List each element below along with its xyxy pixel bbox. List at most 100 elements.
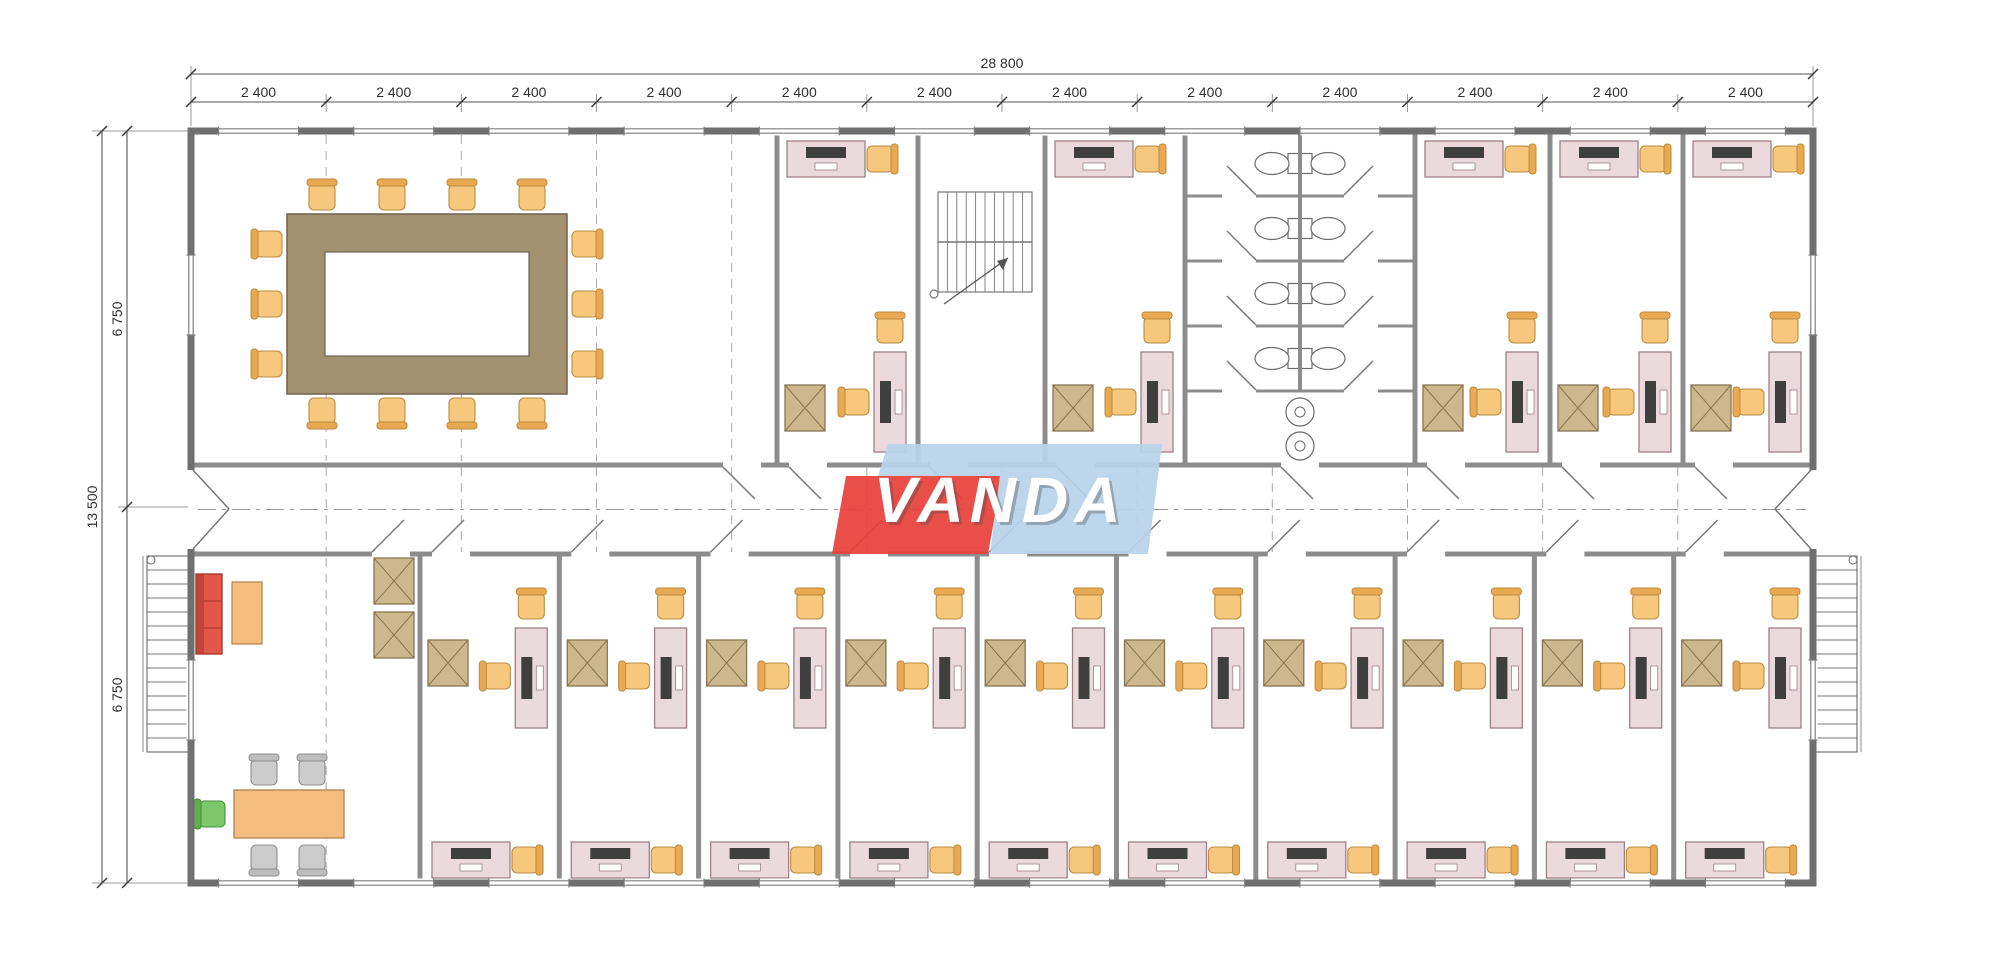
cabinet [1681,639,1723,687]
cabinet-x [1263,639,1305,687]
door-leaf [192,508,230,550]
dimension-tick [1401,96,1414,108]
monitor [660,657,672,699]
office-desk [1424,140,1504,178]
desk-chair [296,753,328,786]
office-desk [1768,627,1802,729]
basin-rim [1285,397,1315,427]
chair-seat [250,844,278,872]
office-desk [1768,351,1802,453]
office-chair [1207,844,1240,876]
office-desk [988,841,1068,879]
corridor-opening [186,470,196,549]
window-opening [218,126,299,136]
dimension-label: 2 400 [1052,84,1087,100]
chair-back [655,587,687,596]
chair-seat [255,290,283,318]
chair-back [1141,311,1173,320]
dimension-label: 2 400 [1728,84,1763,100]
door-leaf [1280,466,1314,500]
monitor [806,147,846,158]
dimension-tick [1266,96,1278,108]
conference-chair [306,178,338,211]
office-chair [790,844,823,876]
toilet [1254,216,1301,241]
chair-back [296,753,328,762]
office-chair [1486,844,1519,876]
cabinet-x [984,639,1026,687]
monitor [1147,848,1188,859]
chair-seat [1772,145,1800,173]
toilet [1254,151,1301,176]
office-chair [1625,844,1658,876]
chair-back [1314,660,1323,692]
window-opening [1435,126,1516,136]
chair-back [306,178,338,187]
chair-back [757,660,766,692]
chair-back [296,868,328,877]
window-opening [488,878,569,888]
door-leaf [1267,519,1301,553]
office-chair [1593,660,1626,692]
monitor [1645,381,1656,423]
office-desk [786,140,866,178]
chair-back [376,178,408,187]
chair-back [478,660,487,692]
keyboard [1511,665,1519,691]
office-desk [431,841,511,879]
dimension-label: 2 400 [1322,84,1357,100]
office-desk [1638,351,1672,453]
chair-back [674,844,683,876]
conference-chair [571,228,604,260]
dimension-tick [96,125,108,137]
office-room [1681,587,1802,879]
dimension-tick [726,96,738,108]
office-desk [932,627,966,729]
toilet-bowl [1254,281,1290,306]
monitor [1078,657,1090,699]
chair-back [515,587,547,596]
dimension-label: 2 400 [1458,84,1493,100]
dimension-tick [1672,96,1684,108]
toilets-room [1254,151,1346,461]
chair-seat [1639,145,1667,173]
toilet-bowl [1254,151,1290,176]
conference-chair [306,397,338,430]
stair-arrow [943,257,1009,305]
cabinet-x [427,639,469,687]
chair-seat [250,758,278,786]
chair-seat [518,397,546,425]
window-opening [1299,126,1380,136]
armchair [193,798,226,830]
executive-desk [233,789,345,839]
dimension-label: 13 500 [84,485,100,528]
office-chair [1134,143,1167,175]
keyboard [877,863,901,872]
wash-basin [1285,431,1315,461]
chair-seat [1598,662,1626,690]
office-chair [1104,386,1137,418]
chair-seat [623,662,651,690]
dimension-tick [185,96,197,108]
chair-seat [571,350,599,378]
dimension-tick [121,501,133,513]
dimension-label: 2 400 [1187,84,1222,100]
cabinet-x [1542,639,1583,687]
desk-top [709,841,790,879]
chair-seat [1180,662,1208,690]
keyboard [814,665,823,691]
chair-seat [1771,316,1799,344]
chair-back [890,143,899,175]
chair-back [446,421,478,430]
chair-seat [1353,592,1381,620]
chair-seat [1771,592,1799,620]
lounge-room [193,557,415,877]
chair-back [1663,143,1672,175]
desk-chair [248,844,280,877]
toilet-bowl [1254,216,1290,241]
desk-top [849,841,929,879]
chair-seat [1504,145,1532,173]
dimension-label: 2 400 [241,84,276,100]
chair-seat [1040,662,1069,690]
